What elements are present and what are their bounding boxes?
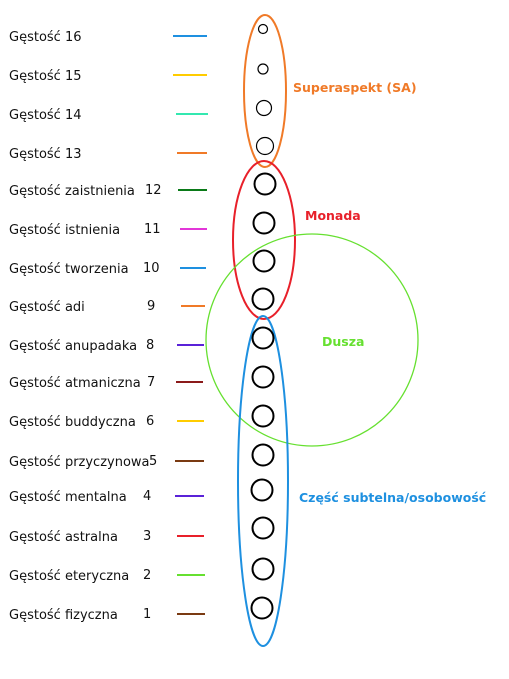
density-level-circle — [252, 211, 276, 235]
density-number: 9 — [147, 299, 155, 314]
density-number: 2 — [143, 568, 151, 583]
density-number: 1 — [143, 607, 151, 622]
density-label: Gęstość 15 — [9, 69, 82, 84]
density-label: Gęstość przyczynowa — [9, 455, 150, 470]
dusza-circle — [205, 233, 419, 447]
density-number: 11 — [144, 222, 161, 237]
density-label: Gęstość zaistnienia — [9, 184, 135, 199]
density-label: Gęstość istnienia — [9, 223, 120, 238]
density-number: 3 — [143, 529, 151, 544]
density-label: Gęstość anupadaka — [9, 339, 137, 354]
density-label: Gęstość atmaniczna — [9, 376, 141, 391]
dusza-label: Dusza — [322, 334, 364, 349]
density-label: Gęstość fizyczna — [9, 608, 118, 623]
czesc-subtelna-ellipse — [237, 315, 289, 647]
czesc-subtelna-label: Część subtelna/osobowość — [299, 490, 486, 505]
density-label: Gęstość 13 — [9, 147, 82, 162]
density-level-circle — [250, 596, 274, 620]
density-level-circle — [252, 249, 276, 273]
density-number: 8 — [146, 338, 154, 353]
density-label: Gęstość buddyczna — [9, 415, 136, 430]
density-label: Gęstość 16 — [9, 30, 82, 45]
density-rows: Gęstość 16 Gęstość 15 Gęstość 14 Gęstość 13… — [9, 23, 277, 623]
density-level-circle — [255, 99, 273, 117]
density-level-circle — [251, 443, 275, 467]
density-level-circle — [251, 557, 275, 581]
density-level-circle — [253, 172, 277, 196]
superaspekt-ellipse — [243, 14, 287, 168]
density-number: 7 — [147, 375, 155, 390]
density-label: Gęstość 14 — [9, 108, 82, 123]
density-level-circle — [251, 516, 275, 540]
density-number: 5 — [149, 454, 157, 469]
density-level-circle — [251, 365, 275, 389]
density-number: 10 — [143, 261, 160, 276]
density-level-circle — [251, 404, 275, 428]
density-label: Gęstość mentalna — [9, 490, 127, 505]
density-level-circle — [251, 326, 275, 350]
density-level-circle — [251, 287, 275, 311]
superaspekt-label: Superaspekt (SA) — [293, 80, 417, 95]
density-label: Gęstość astralna — [9, 530, 118, 545]
density-number: 12 — [145, 183, 162, 198]
density-label: Gęstość adi — [9, 300, 85, 315]
monada-label: Monada — [305, 208, 361, 223]
density-label: Gęstość eteryczna — [9, 569, 129, 584]
density-level-circle — [257, 63, 269, 75]
density-level-circle — [255, 136, 275, 156]
density-label: Gęstość tworzenia — [9, 262, 129, 277]
density-number: 6 — [146, 414, 154, 429]
density-level-circle — [257, 23, 269, 35]
monada-ellipse — [232, 160, 296, 320]
density-level-circle — [250, 478, 274, 502]
density-number: 4 — [143, 489, 151, 504]
